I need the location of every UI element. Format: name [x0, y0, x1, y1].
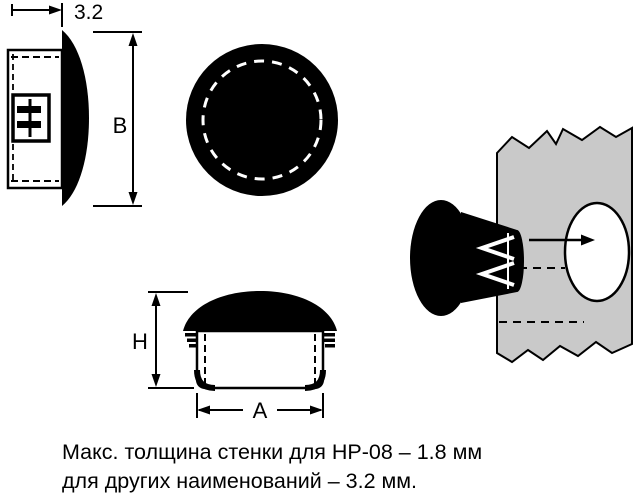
- insertion-arrow-head: [581, 234, 595, 246]
- installation-view: [410, 125, 633, 364]
- dim-arrow-down: [151, 374, 161, 387]
- dimension-flange-thickness: 3.2: [11, 1, 103, 27]
- dim-label-B: B: [113, 113, 128, 138]
- dimension-height: H: [132, 291, 194, 389]
- caption-line-2: для других наименований – 3.2 мм.: [62, 469, 417, 493]
- dimension-body-diameter: A: [196, 393, 324, 423]
- serration-left-1: [185, 333, 199, 337]
- plug-body-end-cap: [510, 230, 524, 292]
- dim-arrow-up: [128, 33, 138, 46]
- caption: Макс. толщина стенки для HP-08 – 1.8 мм …: [62, 440, 482, 493]
- dim-label-A: A: [253, 398, 268, 423]
- hidden-body-circle: [201, 59, 323, 181]
- dim-arrow-right: [49, 5, 62, 15]
- dim-value-3-2: 3.2: [74, 1, 103, 24]
- side-view-profile: [6, 30, 89, 206]
- mounting-hole: [563, 201, 631, 303]
- caption-line-1: Макс. толщина стенки для HP-08 – 1.8 мм: [62, 440, 482, 464]
- plug-cap-3d: [410, 200, 472, 316]
- dimension-cap-diameter: B: [93, 31, 142, 207]
- dim-arrow-down: [128, 192, 138, 205]
- front-view: [186, 44, 338, 196]
- serration-right-2: [323, 338, 335, 342]
- dim-arrow-up: [151, 293, 161, 306]
- plug-cap-profile: [183, 291, 337, 331]
- serration-right-1: [321, 333, 335, 337]
- plug-cap-front: [186, 44, 338, 196]
- latch-foot-left: [194, 369, 216, 391]
- serration-right-3: [325, 344, 335, 348]
- clip-spring-upper: [475, 235, 515, 261]
- side-view-horizontal: [183, 291, 337, 391]
- dim-label-H: H: [132, 329, 148, 354]
- serration-left-2: [187, 338, 199, 342]
- serration-left-3: [189, 344, 199, 348]
- plug-body-outline: [195, 329, 325, 390]
- dim-arrow-right: [310, 405, 323, 415]
- plug-cap-profile: [62, 30, 89, 206]
- dim-arrow-left: [197, 405, 210, 415]
- clip-spring-lower: [475, 261, 515, 287]
- latch-foot-right: [304, 369, 326, 391]
